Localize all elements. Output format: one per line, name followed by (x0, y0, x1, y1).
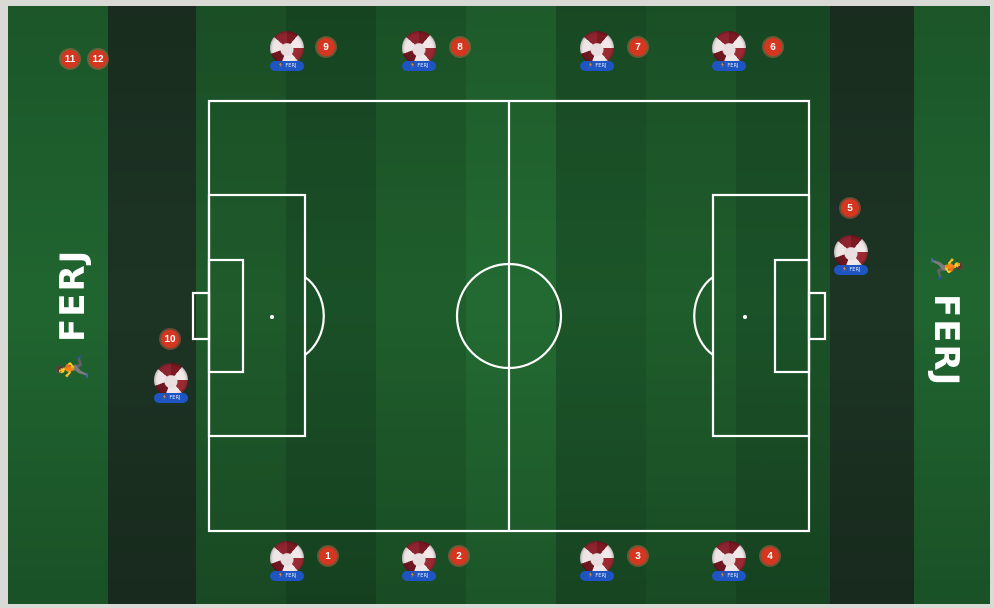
position-number-1: 1 (319, 547, 337, 565)
position-number-3: 3 (629, 547, 647, 565)
football-field (8, 6, 990, 604)
position-number-5: 5 (841, 199, 859, 217)
ball-spot-4: 🏃 FERJ (710, 541, 750, 587)
ferj-tag: 🏃 FERJ (270, 571, 304, 581)
ball-icon (712, 541, 746, 575)
position-number-2: 2 (450, 547, 468, 565)
ferj-tag: 🏃 FERJ (580, 61, 614, 71)
ball-icon (270, 31, 304, 65)
ferj-logo-right: 🏃 FERJ (926, 249, 966, 388)
position-number-6: 6 (764, 38, 782, 56)
ferj-logo-text: FERJ (53, 249, 93, 342)
ferj-logo-mark: 🏃 (56, 348, 91, 387)
ferj-tag: 🏃 FERJ (154, 393, 188, 403)
ball-spot-10: 🏃 FERJ (152, 363, 192, 409)
ball-spot-8: 🏃 FERJ (400, 31, 440, 77)
diagram-frame: 🏃 FERJ 🏃 FERJ 🏃 FERJ 1 🏃 FERJ 2 🏃 FERJ 3… (8, 6, 990, 604)
ball-icon (580, 541, 614, 575)
ferj-tag: 🏃 FERJ (270, 61, 304, 71)
position-number-4: 4 (761, 547, 779, 565)
penalty-spot-left (270, 315, 274, 319)
ball-icon (580, 31, 614, 65)
position-number-9: 9 (317, 38, 335, 56)
ball-icon (402, 31, 436, 65)
ball-icon (270, 541, 304, 575)
ferj-tag: 🏃 FERJ (712, 61, 746, 71)
ball-icon (154, 363, 188, 397)
ball-icon (834, 235, 868, 269)
position-number-7: 7 (629, 38, 647, 56)
penalty-spot-right (743, 315, 747, 319)
ferj-logo-mark: 🏃 (929, 249, 964, 288)
position-number-12: 12 (89, 50, 107, 68)
ball-spot-7: 🏃 FERJ (578, 31, 618, 77)
ferj-tag: 🏃 FERJ (402, 61, 436, 71)
position-number-8: 8 (451, 38, 469, 56)
ferj-tag: 🏃 FERJ (712, 571, 746, 581)
ferj-tag: 🏃 FERJ (834, 265, 868, 275)
ferj-tag: 🏃 FERJ (402, 571, 436, 581)
ball-icon (712, 31, 746, 65)
position-number-10: 10 (161, 330, 179, 348)
ball-spot-5: 🏃 FERJ (832, 235, 872, 281)
ferj-tag: 🏃 FERJ (580, 571, 614, 581)
ball-spot-1: 🏃 FERJ (268, 541, 308, 587)
ball-spot-6: 🏃 FERJ (710, 31, 750, 77)
ball-spot-9: 🏃 FERJ (268, 31, 308, 77)
ball-icon (402, 541, 436, 575)
ferj-logo-left: 🏃 FERJ (53, 249, 93, 388)
position-number-11: 11 (61, 50, 79, 68)
ball-spot-2: 🏃 FERJ (400, 541, 440, 587)
ball-spot-3: 🏃 FERJ (578, 541, 618, 587)
ferj-logo-text: FERJ (926, 294, 966, 387)
